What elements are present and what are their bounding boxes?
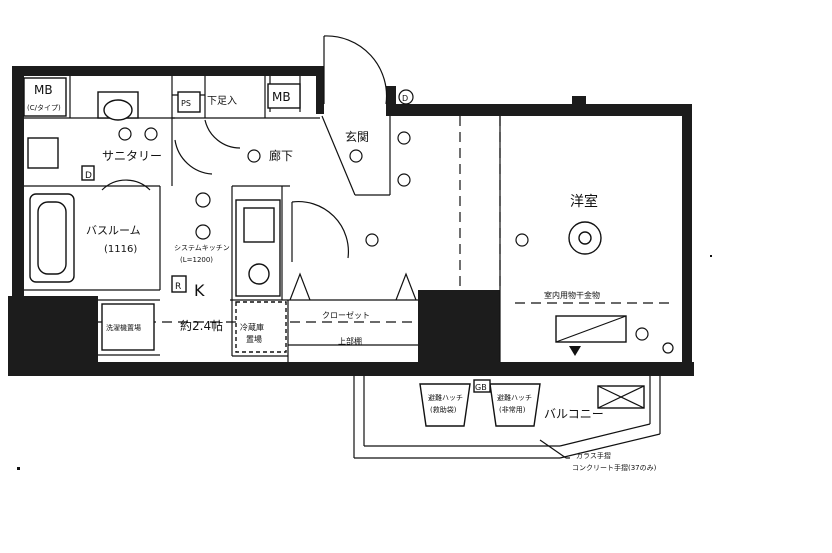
- ps-label: PS: [181, 99, 191, 108]
- balcony-label: バルコニー: [544, 407, 604, 421]
- kitchen-size-label: 約2.4帖: [180, 318, 223, 333]
- western-room-label: 洋室: [570, 193, 598, 210]
- entrance-label: 玄関: [345, 129, 369, 144]
- doors: [101, 35, 417, 301]
- washer-label: 洗濯機置場: [106, 323, 141, 332]
- fridge-label: 冷蔵庫: [240, 322, 264, 332]
- bathroom-label: バスルーム: [86, 224, 141, 237]
- mb-left-label: MB: [34, 83, 53, 97]
- hatch-right-label: 避難ハッチ: [497, 393, 532, 402]
- r-mark-label: R: [175, 282, 181, 292]
- system-kitchen-size-label: (L=1200): [180, 256, 213, 264]
- hatch-left-sub-label: (救助袋): [430, 405, 457, 414]
- corridor-label: 廊下: [269, 148, 293, 163]
- hatch-right-sub-label: (非常用): [499, 405, 526, 414]
- mb-left-sub-label: (C/タイプ): [27, 103, 61, 112]
- upper-shelf-label: 上部棚: [338, 336, 362, 346]
- small-frames: [23, 77, 301, 293]
- outer-walls: [8, 66, 694, 376]
- bath-note-sub-label: コンクリート手摺(37のみ): [572, 463, 657, 472]
- kitchen-mark-label: K: [194, 281, 205, 300]
- drying-hardware-label: 室内用物干金物: [544, 290, 600, 300]
- compass-label: D: [402, 94, 408, 103]
- fixtures: [27, 89, 674, 356]
- sanitary-label: サニタリー: [102, 149, 162, 163]
- bath-note-label: ガラス手摺: [576, 451, 611, 460]
- gb-label: GB: [475, 383, 487, 392]
- system-kitchen-label: システムキッチン: [174, 244, 230, 252]
- d-mark-label: D: [85, 171, 92, 181]
- hatch-left-label: 避難ハッチ: [428, 393, 463, 402]
- bathroom-size-label: (1116): [104, 244, 137, 255]
- balcony: [353, 376, 661, 459]
- shoe-box-label: 下足入: [207, 95, 237, 107]
- closet-label: クローゼット: [322, 310, 370, 320]
- mb-right-label: MB: [272, 90, 291, 104]
- fridge-sub-label: 置場: [246, 334, 262, 344]
